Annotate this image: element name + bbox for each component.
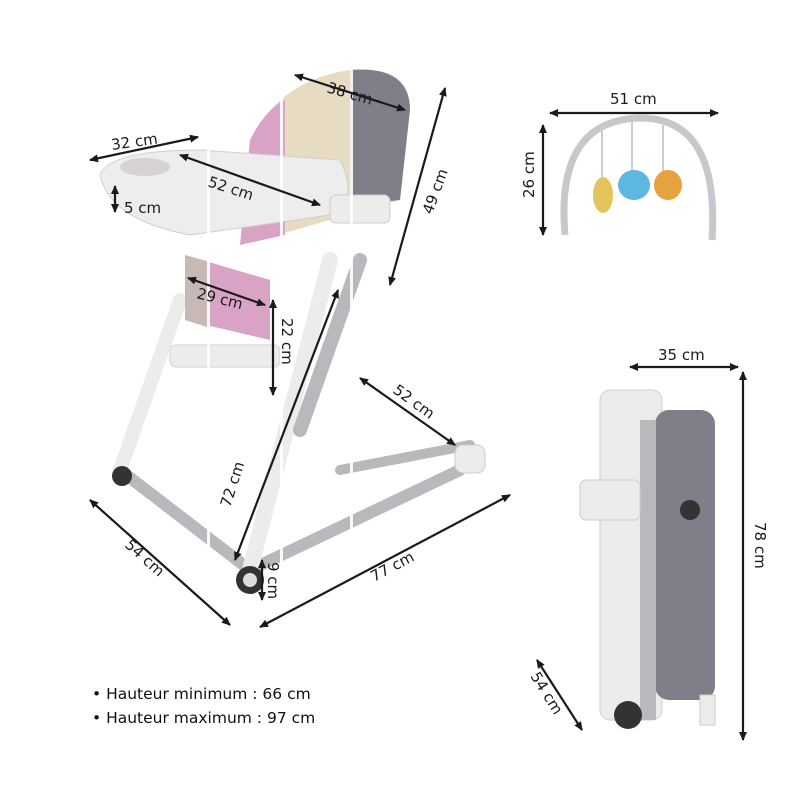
- height-notes: • Hauteur minimum : 66 cm • Hauteur maxi…: [92, 682, 315, 730]
- label-tray-height: 5 cm: [124, 199, 161, 217]
- arrow-base-width: [89, 499, 231, 626]
- arrow-base-length: [259, 494, 511, 628]
- label-folded-depth: 35 cm: [658, 346, 705, 364]
- arrow-backrest-height: [388, 87, 447, 286]
- label-folded-width: 54 cm: [527, 669, 567, 718]
- label-wheel: 9 cm: [264, 562, 282, 599]
- label-toy-bar-width: 51 cm: [610, 90, 657, 108]
- label-folded-height: 78 cm: [751, 522, 769, 569]
- arrow-folded-width: [536, 659, 583, 731]
- label-toy-bar-height: 26 cm: [520, 151, 538, 198]
- arrow-backrest-width: [294, 73, 406, 112]
- arrow-tray-width: [179, 153, 321, 207]
- max-height-note: • Hauteur maximum : 97 cm: [92, 709, 316, 727]
- folded-chair-illustration: [579, 389, 716, 729]
- toy-bar-illustration: [560, 114, 717, 241]
- label-backrest-height: 49 cm: [419, 166, 452, 216]
- dimension-arrows: [89, 73, 747, 741]
- arrow-base-depth: [359, 377, 456, 446]
- label-footrest-height: 22 cm: [278, 318, 296, 365]
- arrow-tray-depth: [89, 134, 199, 163]
- label-leg-length: 72 cm: [217, 459, 249, 509]
- min-height-note: • Hauteur minimum : 66 cm: [92, 685, 311, 703]
- label-base-width: 54 cm: [121, 536, 168, 581]
- label-base-length: 77 cm: [367, 548, 417, 586]
- label-tray-depth: 32 cm: [110, 130, 159, 154]
- arrow-leg-length: [233, 289, 340, 561]
